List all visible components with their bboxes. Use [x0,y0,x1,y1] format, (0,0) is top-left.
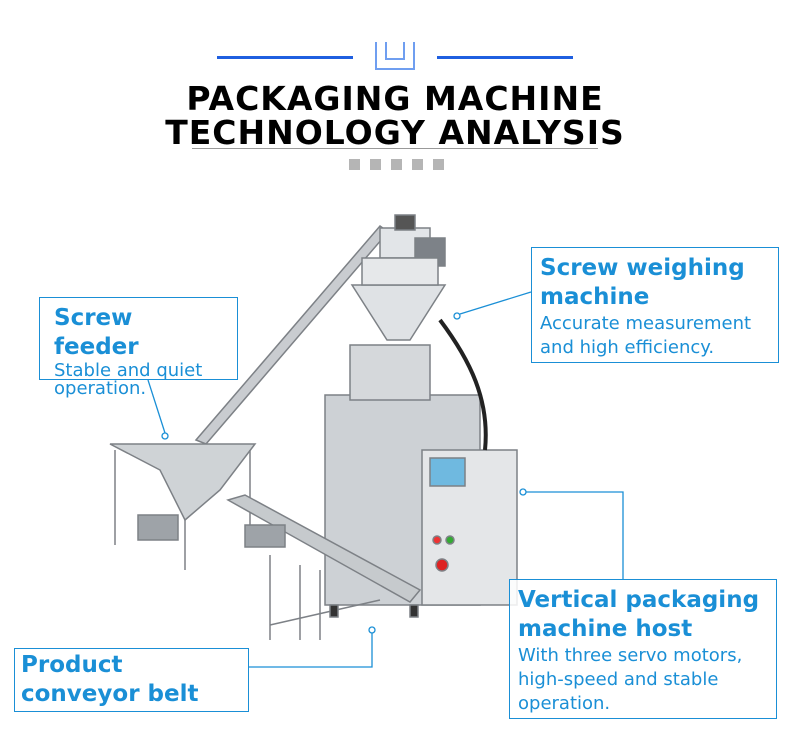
callout-title: Product conveyor belt [21,652,199,707]
header-line-left [217,56,353,59]
title-dots [349,155,454,174]
callout-desc: Stable and quiet operation. [54,360,203,399]
callout-desc: Accurate measurement and high efficiency… [540,313,752,358]
header-line-right [437,56,573,59]
header-emblem-icon [375,42,415,70]
page-title-line2: TECHNOLOGY ANALYSIS [165,113,625,152]
callout-screw-feeder: Screw feeder Stable and quiet operation. [39,297,238,398]
callout-vertical-host: Vertical packaging machine host With thr… [509,579,777,719]
callout-desc: With three servo motors, high-speed and … [518,645,743,714]
callout-title: Screw feeder [54,305,139,360]
callout-screw-weighing: Screw weighing machine Accurate measurem… [531,247,779,363]
callout-title: Vertical packaging machine host [518,587,760,642]
page-title-line1: PACKAGING MACHINE [186,79,604,118]
callout-title: Screw weighing machine [540,255,745,310]
callout-conveyor: Product conveyor belt [14,648,249,712]
title-underline [192,148,598,149]
